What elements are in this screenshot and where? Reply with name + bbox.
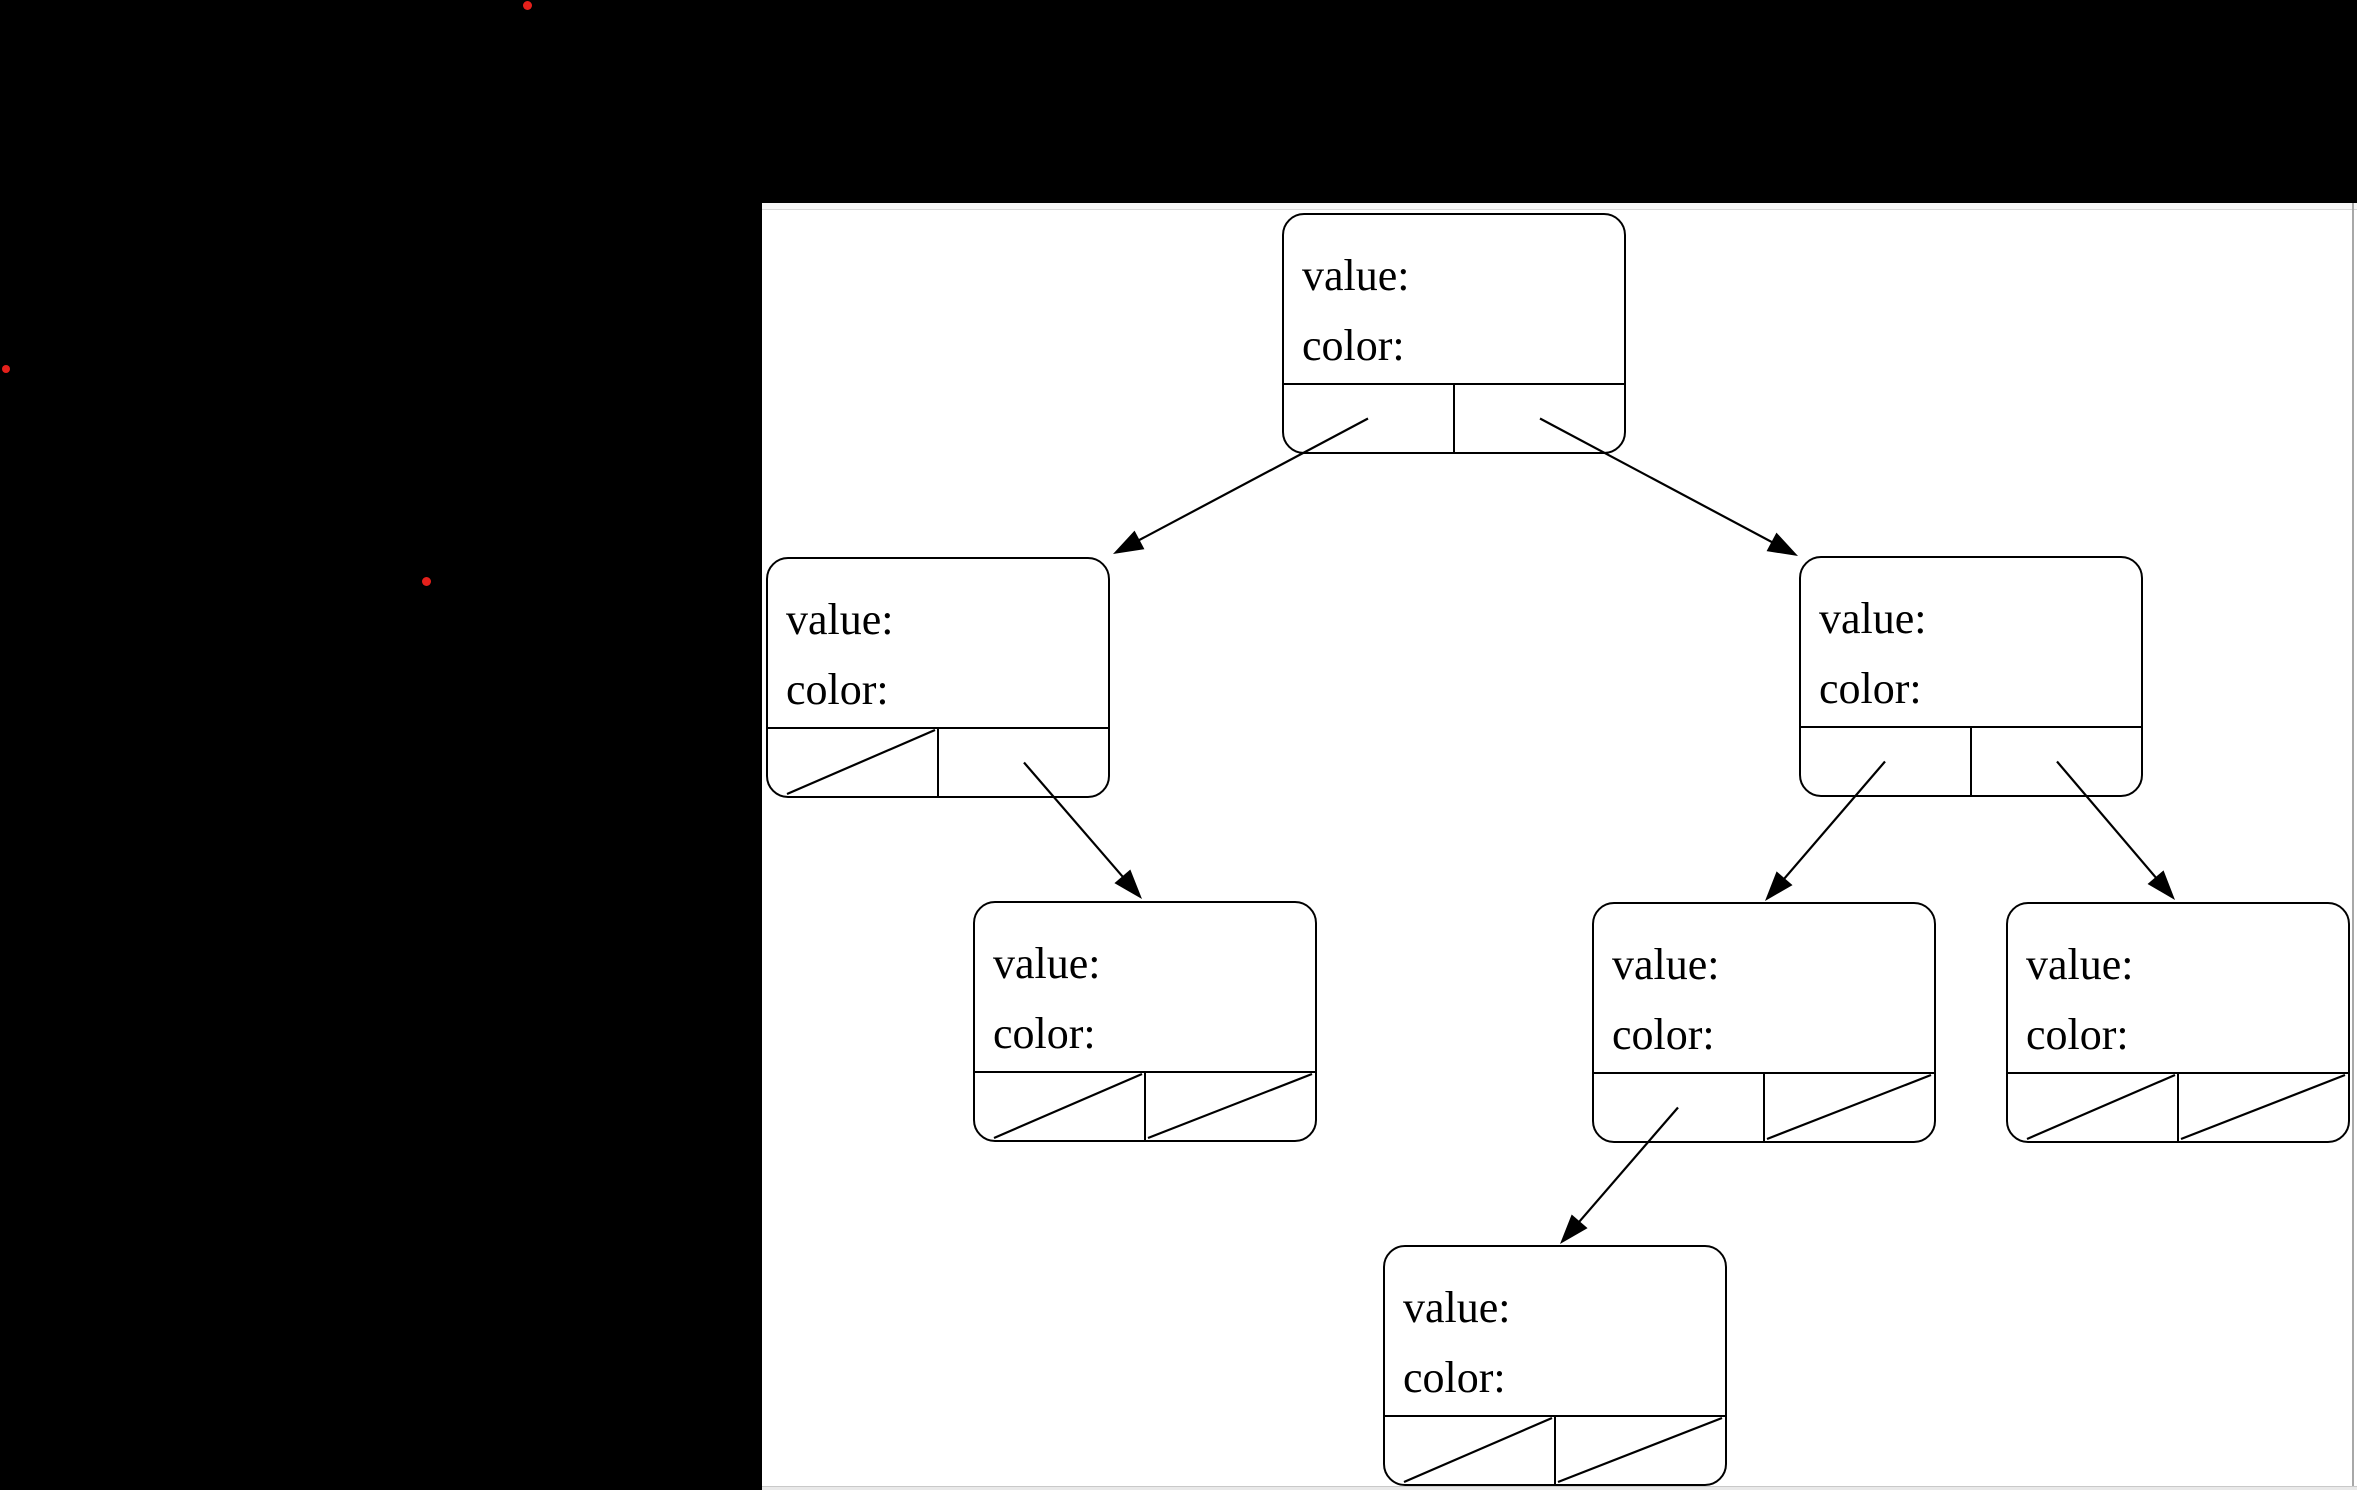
tree-node-right-right-grandchild: value: color: [2006, 902, 2350, 1143]
page-right-edge-line [2352, 203, 2354, 1490]
node-fields: value: color: [1385, 1247, 1725, 1415]
node-value-label: value: [1819, 594, 1927, 643]
page-top-edge [762, 203, 2357, 210]
node-left-pointer-cell-null [975, 1073, 1146, 1140]
node-value-label: value: [2026, 940, 2134, 989]
node-right-pointer-cell-arrow [1455, 385, 1624, 452]
node-fields: value: color: [975, 903, 1315, 1071]
tree-node-left-child: value: color: [766, 557, 1110, 798]
node-right-pointer-cell-arrow [1972, 728, 2141, 795]
node-fields: value: color: [1284, 215, 1624, 383]
node-value-label: value: [1403, 1283, 1511, 1332]
node-left-pointer-cell-arrow [1801, 728, 1972, 795]
node-right-pointer-cell-arrow [939, 729, 1108, 796]
node-right-pointer-cell-null [1556, 1417, 1725, 1484]
tree-node-left-right-grandchild: value: color: [973, 901, 1317, 1142]
red-dot [2, 365, 10, 373]
node-left-pointer-cell-null [1385, 1417, 1556, 1484]
node-pointer-row [1801, 726, 2141, 795]
node-pointer-row [975, 1071, 1315, 1140]
node-right-pointer-cell-null [2179, 1074, 2348, 1141]
node-right-pointer-cell-null [1765, 1074, 1934, 1141]
node-value-label: value: [993, 939, 1101, 988]
node-pointer-row [1594, 1072, 1934, 1141]
tree-node-right-left-left-great-grandchild: value: color: [1383, 1245, 1727, 1486]
node-value-label: value: [786, 595, 894, 644]
tree-node-right-left-grandchild: value: color: [1592, 902, 1936, 1143]
red-dot [522, 0, 532, 10]
node-left-pointer-cell-null [768, 729, 939, 796]
node-fields: value: color: [2008, 904, 2348, 1072]
node-value-label: value: [1302, 251, 1410, 300]
red-dot [421, 576, 431, 586]
node-color-label: color: [1302, 321, 1405, 370]
node-color-label: color: [1403, 1353, 1506, 1402]
node-pointer-row [1385, 1415, 1725, 1484]
node-fields: value: color: [1594, 904, 1934, 1072]
node-pointer-row [2008, 1072, 2348, 1141]
page-bottom-edge [762, 1486, 2357, 1490]
node-fields: value: color: [1801, 558, 2141, 726]
node-color-label: color: [1612, 1010, 1715, 1059]
tree-node-right-child: value: color: [1799, 556, 2143, 797]
node-fields: value: color: [768, 559, 1108, 727]
node-color-label: color: [786, 665, 889, 714]
node-pointer-row [768, 727, 1108, 796]
node-left-pointer-cell-arrow [1284, 385, 1455, 452]
node-color-label: color: [993, 1009, 1096, 1058]
node-left-pointer-cell-arrow [1594, 1074, 1765, 1141]
node-value-label: value: [1612, 940, 1720, 989]
node-color-label: color: [1819, 664, 1922, 713]
node-right-pointer-cell-null [1146, 1073, 1315, 1140]
node-left-pointer-cell-null [2008, 1074, 2179, 1141]
node-color-label: color: [2026, 1010, 2129, 1059]
tree-node-root: value: color: [1282, 213, 1626, 454]
node-pointer-row [1284, 383, 1624, 452]
